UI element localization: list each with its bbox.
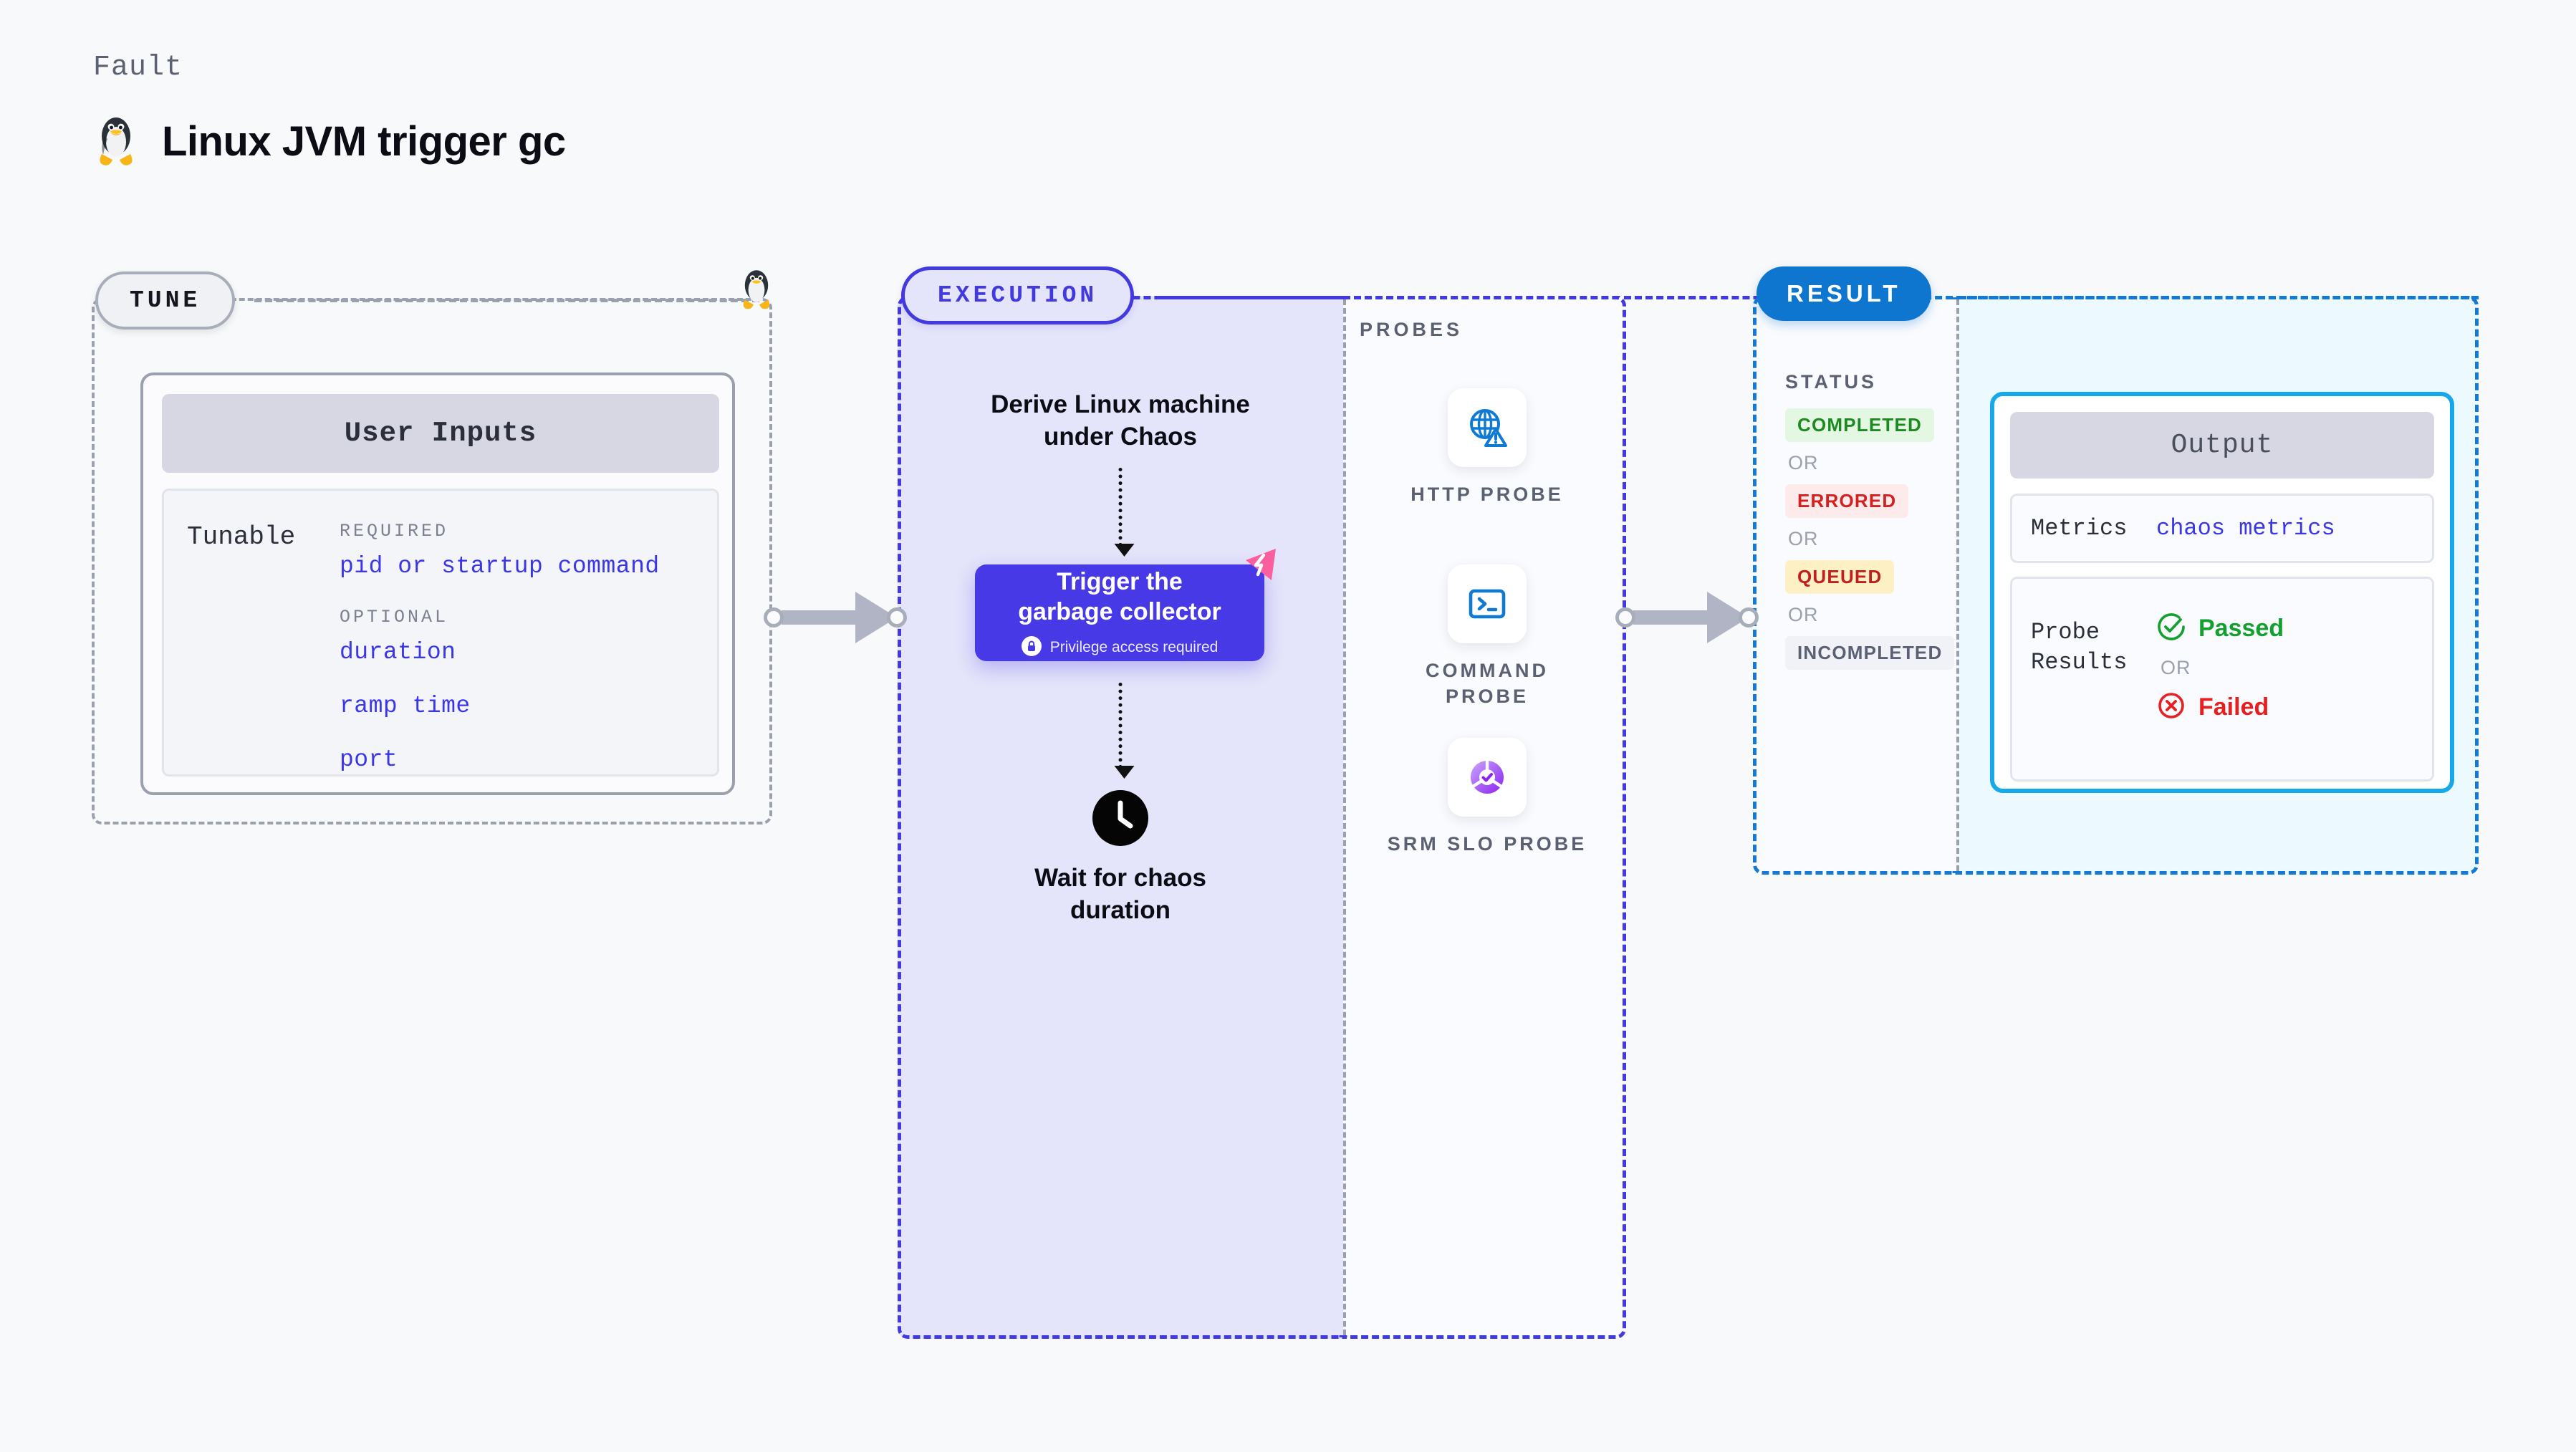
tunable-fields: REQUIRED pid or startup command OPTIONAL… — [340, 512, 712, 800]
x-circle-icon — [2156, 691, 2186, 724]
connector-dot-end — [1739, 607, 1759, 628]
connector-dot-end — [887, 607, 907, 628]
connector-dot-start — [764, 607, 784, 628]
user-inputs-card: User Inputs Tunable REQUIRED pid or star… — [140, 372, 735, 795]
tunable-row-label: Tunable — [187, 522, 296, 552]
field-port[interactable]: port — [340, 746, 398, 773]
execution-badge[interactable]: EXECUTION — [901, 266, 1135, 324]
probe-srm-slo[interactable]: SRM SLO PROBE — [1383, 738, 1591, 857]
user-inputs-title: User Inputs — [162, 394, 719, 473]
status-or-3: OR — [1788, 604, 1819, 625]
metrics-key: Metrics — [2031, 514, 2128, 542]
metrics-value-link[interactable]: chaos metrics — [2156, 515, 2335, 542]
globe-warning-icon — [1448, 388, 1527, 467]
status-list: COMPLETED OR ERRORED OR QUEUED OR INCOMP… — [1785, 408, 1955, 670]
result-badge[interactable]: RESULT — [1756, 266, 1931, 321]
page-title: Linux JVM trigger gc — [162, 117, 566, 165]
output-metrics-row: Metrics chaos metrics — [2010, 494, 2434, 563]
probe-http[interactable]: HTTP PROBE — [1383, 388, 1591, 507]
execution-probes-top-border — [1160, 296, 2342, 299]
status-badge-queued: QUEUED — [1785, 560, 1895, 594]
privilege-note: Privilege access required — [1021, 635, 1219, 660]
page-title-row: Linux JVM trigger gc — [93, 115, 566, 168]
probe-command[interactable]: COMMAND PROBE — [1383, 564, 1591, 710]
tune-badge[interactable]: TUNE — [95, 271, 236, 330]
probe-result-failed: Failed — [2156, 691, 2284, 724]
connector-line — [782, 610, 860, 625]
group-label-optional: OPTIONAL — [340, 607, 449, 628]
status-or-1: OR — [1788, 452, 1819, 473]
output-title: Output — [2010, 412, 2434, 479]
field-ramp-time[interactable]: ramp time — [340, 693, 471, 719]
check-circle-icon — [2156, 612, 2186, 645]
arrow-tune-to-execution — [764, 592, 907, 643]
chaos-bolt-badge-icon — [1240, 544, 1282, 590]
group-label-required: REQUIRED — [340, 521, 449, 542]
slo-donut-check-icon — [1448, 738, 1527, 817]
page-kicker: Fault — [93, 52, 183, 84]
privilege-note-text: Privilege access required — [1049, 639, 1219, 655]
result-divider — [1956, 299, 1959, 871]
probes-panel — [1343, 296, 1626, 1339]
status-badge-completed: COMPLETED — [1785, 408, 1935, 442]
status-label: STATUS — [1785, 371, 1877, 393]
field-duration[interactable]: duration — [340, 639, 456, 665]
probe-result-or: OR — [2161, 657, 2191, 678]
probe-srm-slo-caption: SRM SLO PROBE — [1387, 833, 1587, 855]
probe-result-passed-text: Passed — [2198, 615, 2284, 642]
connector-dot-start — [1615, 607, 1635, 628]
connector-line — [1633, 610, 1712, 625]
terminal-prompt-icon — [1448, 564, 1527, 643]
flow-arrow-1-icon — [1114, 468, 1135, 557]
probe-http-caption: HTTP PROBE — [1410, 484, 1564, 505]
probe-result-failed-text: Failed — [2198, 693, 2269, 721]
probes-label: PROBES — [1360, 319, 1464, 340]
arrow-execution-to-result — [1615, 592, 1759, 643]
linux-tux-icon — [738, 268, 775, 314]
status-badge-incompleted: INCOMPLETED — [1785, 636, 1955, 670]
clock-icon — [1092, 790, 1148, 850]
field-pid-or-startup-command[interactable]: pid or startup command — [340, 553, 660, 580]
tune-dashed-connector — [254, 299, 759, 302]
probe-result-passed: Passed — [2156, 612, 2284, 645]
lock-icon — [1021, 635, 1042, 660]
user-inputs-body: Tunable REQUIRED pid or startup command … — [162, 489, 719, 777]
flow-arrow-2-icon — [1114, 683, 1135, 779]
probe-results-values: Passed OR Failed — [2156, 612, 2284, 724]
linux-tux-icon — [93, 115, 139, 168]
probes-divider — [1343, 299, 1346, 1335]
result-top-border — [1959, 296, 2479, 299]
probe-command-caption: COMMAND PROBE — [1426, 660, 1549, 708]
status-badge-errored: ERRORED — [1785, 484, 1909, 518]
status-or-2: OR — [1788, 528, 1819, 549]
